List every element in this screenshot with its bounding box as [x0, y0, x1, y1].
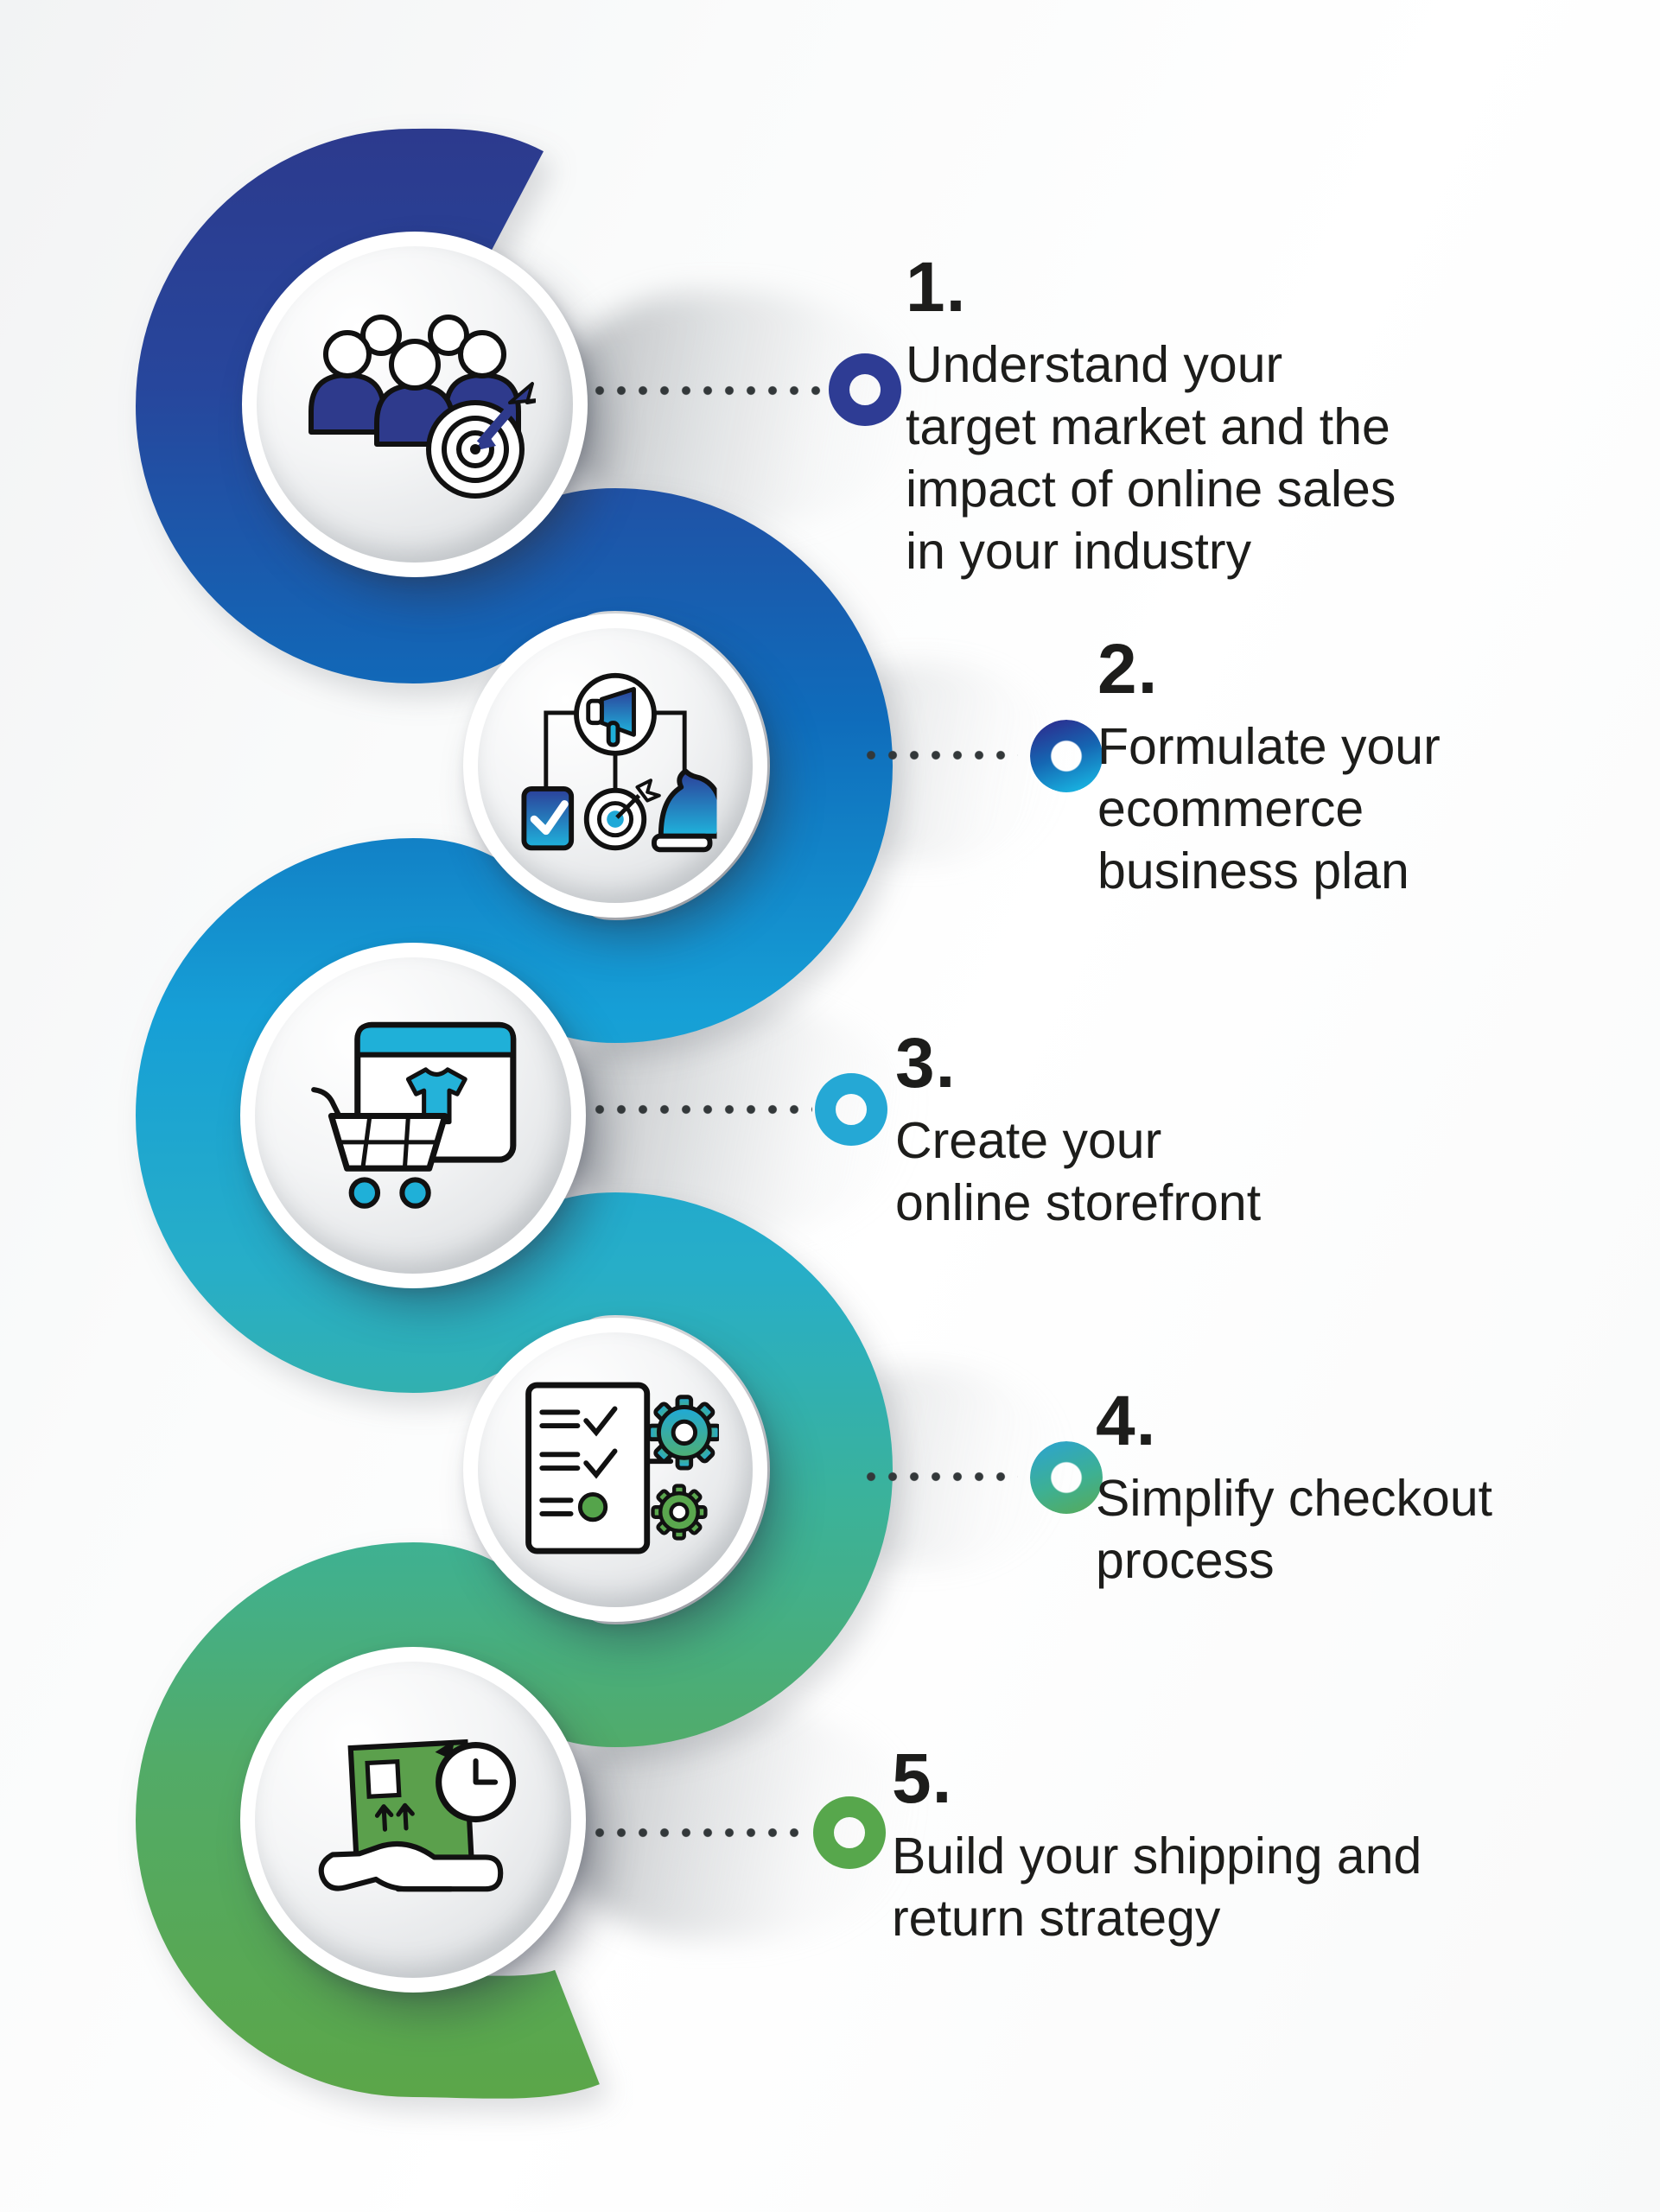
step-circle-3 [240, 943, 586, 1288]
target-audience-icon [308, 315, 536, 499]
step-text-5: 5. Build your shipping and return strate… [892, 1744, 1421, 1949]
ring-marker-5 [813, 1796, 886, 1869]
step-text-1: 1. Understand your target market and the… [906, 252, 1396, 582]
step-5-line-2: return strategy [892, 1890, 1221, 1947]
step-circle-1 [242, 232, 588, 577]
step-circle-4 [463, 1318, 767, 1622]
step-1-line-1: Understand your [906, 336, 1283, 393]
step-4-line-2: process [1096, 1532, 1275, 1589]
shipping-return-icon [318, 1738, 517, 1892]
step-2-line-2: ecommerce [1097, 780, 1364, 837]
step-3-line-1: Create your [895, 1112, 1162, 1169]
dotted-connector-5 [595, 1827, 809, 1838]
step-2-line-3: business plan [1097, 842, 1409, 899]
step-number-2: 2. [1097, 630, 1159, 709]
step-circle-2 [463, 613, 767, 918]
step-text-4: 4. Simplify checkout process [1096, 1386, 1492, 1592]
step-number-1: 1. [906, 248, 967, 327]
step-3-line-2: online storefront [895, 1174, 1262, 1231]
ring-marker-4 [1030, 1441, 1103, 1514]
dotted-connector-4 [866, 1471, 1018, 1482]
dotted-connector-2 [866, 750, 1018, 760]
dotted-connector-1 [595, 385, 830, 396]
online-storefront-icon [311, 1021, 517, 1209]
step-1-line-3: impact of online sales [906, 461, 1396, 518]
ring-marker-3 [815, 1073, 887, 1146]
checkout-process-icon [525, 1382, 719, 1554]
ring-marker-2 [1030, 720, 1103, 792]
step-number-5: 5. [892, 1739, 953, 1818]
step-circle-5 [240, 1647, 586, 1993]
step-number-4: 4. [1096, 1382, 1157, 1460]
step-4-line-1: Simplify checkout [1096, 1470, 1493, 1527]
business-plan-icon [521, 672, 717, 853]
step-number-3: 3. [895, 1024, 957, 1103]
ring-marker-1 [829, 353, 901, 426]
step-1-line-4: in your industry [906, 523, 1252, 580]
dotted-connector-3 [595, 1104, 812, 1115]
step-2-line-1: Formulate your [1097, 718, 1441, 775]
step-text-2: 2. Formulate your ecommerce business pla… [1097, 634, 1441, 902]
step-1-line-2: target market and the [906, 398, 1390, 455]
step-5-line-1: Build your shipping and [892, 1827, 1422, 1885]
step-text-3: 3. Create your online storefront [895, 1028, 1261, 1234]
